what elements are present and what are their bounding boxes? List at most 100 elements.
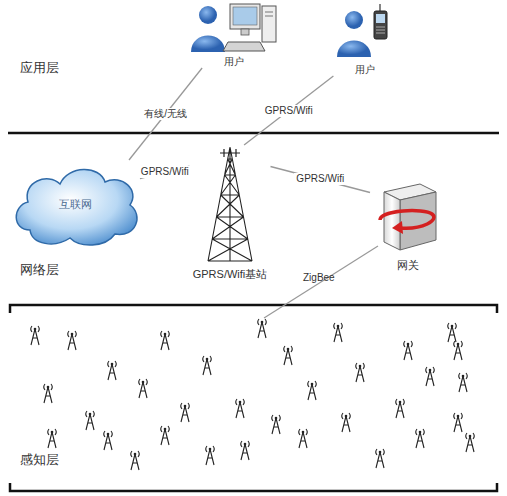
sensor-node-icon — [48, 429, 57, 448]
sensor-node-icon — [181, 403, 190, 422]
sensor-node-icon — [272, 415, 281, 434]
sensor-node-icon — [454, 413, 463, 432]
link-label: GPRS/Wifi — [139, 166, 191, 178]
sensor-node-icon — [345, 415, 348, 418]
user-node: 用户 — [188, 0, 280, 68]
sensor-node-icon — [161, 426, 170, 445]
sensor-node-icon — [399, 401, 402, 404]
zigbee-link — [264, 246, 378, 318]
sensor-node-icon — [241, 441, 250, 460]
sensor-node-icon — [47, 386, 50, 389]
sensor-node-icon — [31, 326, 40, 345]
sensor-node-icon — [448, 323, 457, 342]
node-label: 用户 — [355, 64, 375, 76]
sensor-node-icon — [164, 333, 167, 336]
mobile-user-icon — [330, 0, 400, 60]
sensor-node-icon — [459, 373, 468, 392]
node-label: 用户 — [224, 56, 244, 68]
sensor-node-icon — [236, 399, 245, 418]
sensor-node-icon — [51, 431, 54, 434]
sensor-node-icon — [287, 348, 290, 351]
sensor-node-icon — [407, 343, 410, 346]
link-label: 有线/无线 — [142, 108, 189, 120]
sensor-node-icon — [426, 367, 435, 386]
sensor-node-icon — [308, 381, 317, 400]
sensor-field — [31, 319, 475, 470]
sensor-node-icon — [206, 358, 209, 361]
sensor-node-icon — [275, 417, 278, 420]
sensor-node-icon — [107, 433, 110, 436]
sensor-node-icon — [334, 323, 343, 342]
sensor-node-icon — [139, 379, 148, 398]
sensor-node-icon — [86, 411, 95, 430]
sensor-node-icon — [396, 399, 405, 418]
base-station-node: GPRS/Wifi基站 — [190, 145, 271, 281]
sensor-node-icon — [209, 448, 212, 451]
sensor-node-icon — [71, 333, 74, 336]
layer-bracket — [10, 305, 497, 313]
sensor-node-icon — [131, 451, 140, 470]
sensor-node-icon — [68, 331, 77, 350]
wireless-link — [129, 68, 202, 160]
node-label: 网关 — [397, 259, 419, 272]
layer-bracket — [10, 483, 497, 491]
sensor-node-icon — [419, 431, 422, 434]
sensor-node-icon — [239, 401, 242, 404]
node-label: GPRS/Wifi基站 — [193, 268, 268, 281]
sensor-node-icon — [462, 375, 465, 378]
sensor-node-icon — [203, 356, 212, 375]
sensor-node-icon — [206, 446, 215, 465]
sensor-node-icon — [244, 443, 247, 446]
sensor-node-icon — [134, 453, 137, 456]
node-label: 互联网 — [59, 198, 92, 211]
sensor-node-icon — [34, 328, 37, 331]
link-label: GPRS/Wifi — [263, 105, 315, 117]
link-label: GPRS/Wifi — [294, 173, 346, 185]
sensor-node-icon — [311, 383, 314, 386]
layer-name: 应用层 — [20, 60, 59, 76]
sensor-node-icon — [261, 321, 264, 324]
sensor-node-icon — [416, 429, 425, 448]
internet-cloud-node: 互联网 — [10, 160, 140, 250]
sensor-node-icon — [44, 384, 53, 403]
sensor-node-icon — [376, 449, 385, 468]
sensor-node-icon — [379, 451, 382, 454]
sensor-node-icon — [258, 319, 267, 338]
sensor-node-icon — [104, 431, 113, 450]
pc-user-icon — [188, 0, 280, 56]
user-node: 用户 — [330, 0, 400, 76]
link-label: ZigBee — [303, 272, 335, 284]
layer-name: 感知层 — [20, 452, 59, 468]
sensor-node-icon — [111, 363, 114, 366]
sensor-node-icon — [457, 415, 460, 418]
sensor-node-icon — [457, 343, 460, 346]
sensor-node-icon — [469, 435, 472, 438]
sensor-node-icon — [429, 369, 432, 372]
sensor-node-icon — [454, 341, 463, 360]
tower-icon — [190, 145, 270, 263]
sensor-node-icon — [342, 413, 351, 432]
sensor-node-icon — [108, 361, 117, 380]
sensor-node-icon — [89, 413, 92, 416]
wireless-link — [244, 76, 333, 145]
sensor-node-icon — [359, 365, 362, 368]
sensor-node-icon — [164, 428, 167, 431]
gateway-node: 网关 — [370, 180, 445, 272]
sensor-node-icon — [142, 381, 145, 384]
sensor-node-icon — [184, 405, 187, 408]
layer-divider — [8, 132, 499, 135]
sensor-node-icon — [337, 325, 340, 328]
sensor-node-icon — [451, 325, 454, 328]
layer-name: 网络层 — [20, 262, 59, 278]
sensor-node-icon — [284, 346, 293, 365]
sensor-node-icon — [299, 429, 308, 448]
sensor-node-icon — [404, 341, 413, 360]
gateway-server-icon — [370, 180, 445, 252]
sensor-node-icon — [302, 431, 305, 434]
wireless-link — [271, 167, 371, 193]
sensor-node-icon — [356, 363, 365, 382]
sensor-node-icon — [466, 433, 475, 452]
